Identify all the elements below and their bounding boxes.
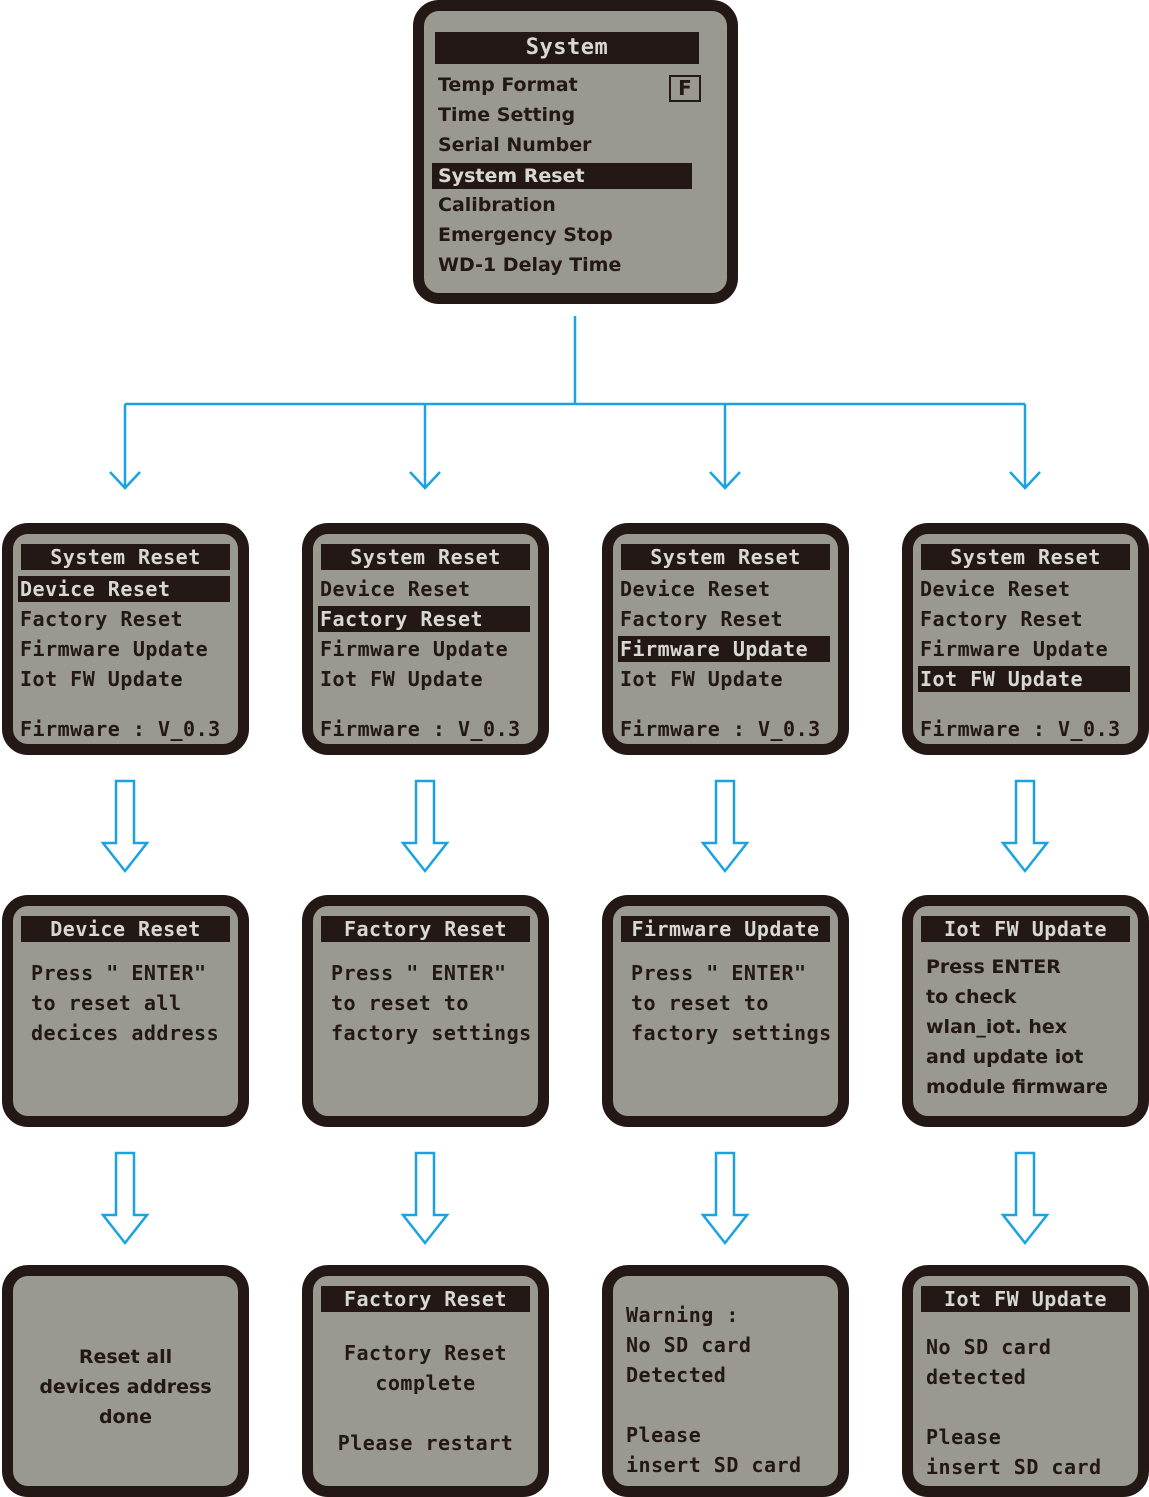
down-arrow-to-result-2 [400, 1151, 450, 1246]
down-arrow-to-result-3 [700, 1151, 750, 1246]
down-arrow-to-result-1 [100, 1151, 150, 1246]
system-menu-item-wd-1-delay-time[interactable]: WD-1 Delay Time [438, 254, 622, 276]
reset-menu-item-iot-fw-update[interactable]: Iot FW Update [20, 667, 184, 691]
result-screen-title: Factory Reset [321, 1286, 530, 1312]
reset-menu-title: System Reset [21, 544, 230, 570]
result-screen-line: Warning : [626, 1303, 739, 1327]
reset-menu-item-factory-reset[interactable]: Factory Reset [20, 607, 184, 631]
branch-arrowhead-4 [1009, 471, 1041, 490]
confirm-screen-line: factory settings [331, 1021, 532, 1045]
down-arrow-to-result-4 [1000, 1151, 1050, 1246]
result-screen-line: devices address [39, 1376, 212, 1398]
reset-menu-title: System Reset [321, 544, 530, 570]
result-screen-line: No SD card [926, 1335, 1052, 1359]
reset-menu-item-factory-reset[interactable]: Factory Reset [920, 607, 1084, 631]
reset-menu-item-firmware-update[interactable]: Firmware Update [20, 637, 209, 661]
reset-menu-item-factory-reset[interactable]: Factory Reset [620, 607, 784, 631]
confirm-screen-title: Device Reset [21, 916, 230, 942]
result-screen-title: Iot FW Update [921, 1286, 1130, 1312]
reset-menu-item-device-reset[interactable]: Device Reset [620, 577, 771, 601]
firmware-version: Firmware : V_0.3 [20, 717, 221, 741]
result-screen-line: Please [926, 1425, 1002, 1449]
system-menu-item-time-setting[interactable]: Time Setting [438, 104, 576, 126]
reset-menu-item-device-reset[interactable]: Device Reset [920, 577, 1071, 601]
result-screen-line: insert SD card [626, 1453, 802, 1477]
confirm-screen-line: Press " ENTER" [631, 961, 807, 985]
branch-arrowhead-2 [409, 471, 441, 490]
reset-menu-item-iot-fw-update[interactable]: Iot FW Update [918, 666, 1130, 692]
confirm-screen-line: wlan_iot. hex [926, 1016, 1068, 1038]
result-screen-line: No SD card [626, 1333, 752, 1357]
temp-format-unit-badge[interactable]: F [669, 75, 701, 102]
down-arrows [100, 779, 1050, 1246]
branch-connector [109, 316, 1041, 490]
confirm-screen-title: Factory Reset [321, 916, 530, 942]
reset-menu-item-iot-fw-update[interactable]: Iot FW Update [620, 667, 784, 691]
confirm-screen-line: Press ENTER [926, 956, 1061, 978]
result-screen-line: Reset all [78, 1346, 173, 1368]
result-screen-line: insert SD card [926, 1455, 1102, 1479]
result-screen-line: Detected [626, 1363, 727, 1387]
reset-menu-item-device-reset[interactable]: Device Reset [320, 577, 471, 601]
down-arrow-to-confirm-4 [1000, 779, 1050, 874]
confirm-screen-line: to reset to [631, 991, 769, 1015]
system-menu-item-temp-format[interactable]: Temp Format [438, 74, 578, 96]
confirm-screen-line: to reset all [31, 991, 182, 1015]
confirm-screen-line: to reset to [331, 991, 469, 1015]
down-arrow-to-confirm-1 [100, 779, 150, 874]
reset-menu-item-firmware-update[interactable]: Firmware Update [920, 637, 1109, 661]
result-screen-1: Reset all devices address done [2, 1265, 249, 1497]
firmware-version: Firmware : V_0.3 [920, 717, 1121, 741]
reset-menu-item-firmware-update[interactable]: Firmware Update [320, 637, 509, 661]
confirm-screen-title: Firmware Update [621, 916, 830, 942]
reset-menu-item-iot-fw-update[interactable]: Iot FW Update [320, 667, 484, 691]
down-arrow-to-confirm-3 [700, 779, 750, 874]
system-menu-item-serial-number[interactable]: Serial Number [438, 134, 592, 156]
system-menu-title: System [435, 32, 699, 64]
confirm-screen-line: module firmware [926, 1076, 1108, 1098]
confirm-screen-line: decices address [31, 1021, 220, 1045]
branch-arrowhead-3 [709, 471, 741, 490]
firmware-version: Firmware : V_0.3 [320, 717, 521, 741]
confirm-screen-line: Press " ENTER" [331, 961, 507, 985]
confirm-screen-line: factory settings [631, 1021, 832, 1045]
result-screen-line: complete [375, 1371, 476, 1395]
result-screen-line: done [98, 1406, 153, 1428]
result-screen-line: Please restart [337, 1431, 514, 1455]
reset-menu-item-factory-reset[interactable]: Factory Reset [318, 606, 530, 632]
firmware-version: Firmware : V_0.3 [620, 717, 821, 741]
result-screen-line: detected [926, 1365, 1027, 1389]
branch-arrowhead-1 [109, 471, 141, 490]
down-arrow-to-confirm-2 [400, 779, 450, 874]
system-menu-item-calibration[interactable]: Calibration [438, 194, 556, 216]
confirm-screen-line: to check [926, 986, 1017, 1008]
system-menu-item-system-reset[interactable]: System Reset [432, 163, 692, 189]
reset-menu-item-device-reset[interactable]: Device Reset [18, 576, 230, 602]
reset-menu-item-firmware-update[interactable]: Firmware Update [618, 636, 830, 662]
confirm-screen-line: and update iot [926, 1046, 1084, 1068]
reset-menu-title: System Reset [921, 544, 1130, 570]
reset-menu-title: System Reset [621, 544, 830, 570]
result-screen-line: Factory Reset [343, 1341, 508, 1365]
confirm-screen-line: Press " ENTER" [31, 961, 207, 985]
confirm-screen-title: Iot FW Update [921, 916, 1130, 942]
system-menu-item-emergency-stop[interactable]: Emergency Stop [438, 224, 613, 246]
result-screen-line: Please [626, 1423, 702, 1447]
